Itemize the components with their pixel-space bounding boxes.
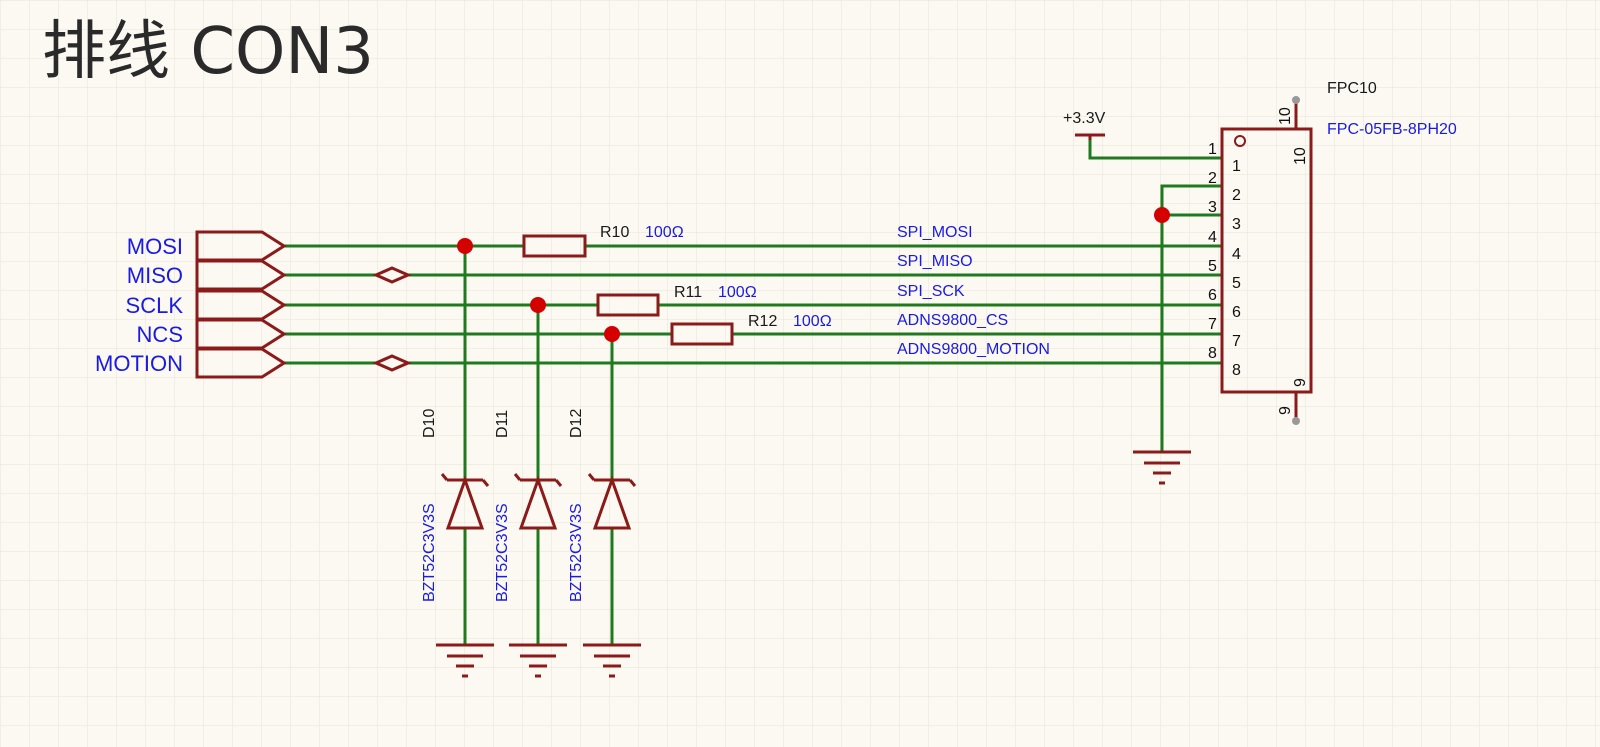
net-label-adns9800-cs: ADNS9800_CS bbox=[897, 312, 1008, 329]
pin-number-rotated: 9 bbox=[1292, 378, 1309, 387]
r12-value: 100Ω bbox=[793, 313, 832, 330]
connector-body bbox=[1220, 127, 1313, 394]
diamond-marker-motion bbox=[372, 354, 412, 372]
d10-designator: D10 bbox=[421, 409, 438, 438]
junction-dot bbox=[457, 238, 473, 254]
ground-symbol bbox=[583, 643, 641, 678]
port-label-sclk: SCLK bbox=[126, 293, 184, 318]
net-label-spi-mosi: SPI_MOSI bbox=[897, 224, 973, 241]
port-label-mosi: MOSI bbox=[127, 234, 183, 259]
port-label-ncs: NCS bbox=[137, 322, 183, 347]
junction-dot bbox=[530, 297, 546, 313]
zener-diode-d12 bbox=[587, 473, 637, 530]
pin-number-inner: 1 bbox=[1232, 158, 1241, 175]
pin-number-outer: 4 bbox=[1208, 229, 1217, 246]
pin-number-inner: 8 bbox=[1232, 362, 1241, 379]
pin-number-inner: 6 bbox=[1232, 304, 1241, 321]
ground-symbol bbox=[436, 643, 494, 678]
pin-number-outer: 8 bbox=[1208, 345, 1217, 362]
power-label: +3.3V bbox=[1063, 110, 1106, 127]
port-motion bbox=[195, 347, 287, 379]
d10-part: BZT52C3V3S bbox=[421, 503, 438, 602]
port-label-miso: MISO bbox=[127, 263, 183, 288]
pin-end-dot bbox=[1292, 96, 1300, 104]
d12-part: BZT52C3V3S bbox=[568, 503, 585, 602]
zener-diode-d11 bbox=[513, 473, 563, 530]
pin-number-inner: 5 bbox=[1232, 275, 1241, 292]
wires bbox=[284, 135, 1222, 645]
diamond-marker-miso bbox=[372, 266, 412, 284]
r11-designator: R11 bbox=[674, 284, 702, 301]
net-label-adns9800-motion: ADNS9800_MOTION bbox=[897, 341, 1050, 358]
pin-number-outer: 2 bbox=[1208, 170, 1217, 187]
resistor-r12 bbox=[670, 322, 734, 346]
port-ncs bbox=[195, 318, 287, 350]
port-sclk bbox=[195, 289, 287, 321]
junction-dot bbox=[1154, 207, 1170, 223]
pin-number-outer: 1 bbox=[1208, 141, 1217, 158]
pin-number-inner: 2 bbox=[1232, 187, 1241, 204]
pin-number-rotated: 10 bbox=[1277, 107, 1294, 125]
pin-number-inner: 4 bbox=[1232, 246, 1241, 263]
pin-number-rotated: 9 bbox=[1277, 406, 1294, 415]
port-symbols bbox=[195, 230, 287, 379]
r11-value: 100Ω bbox=[718, 284, 757, 301]
sheet-title: 排线 CON3 bbox=[42, 15, 374, 89]
pin-number-rotated: 10 bbox=[1292, 147, 1309, 165]
resistor-r10 bbox=[522, 234, 587, 258]
r10-designator: R10 bbox=[600, 224, 629, 241]
pin-number-outer: 7 bbox=[1208, 316, 1217, 333]
pin-number-outer: 6 bbox=[1208, 287, 1217, 304]
pin-number-outer: 3 bbox=[1208, 199, 1217, 216]
pin-end-dot bbox=[1292, 417, 1300, 425]
resistor-r11 bbox=[596, 293, 660, 317]
port-mosi bbox=[195, 230, 287, 262]
pin-number-inner: 3 bbox=[1232, 216, 1241, 233]
d11-part: BZT52C3V3S bbox=[494, 503, 511, 602]
d12-designator: D12 bbox=[568, 409, 585, 438]
pin1-marker bbox=[1234, 135, 1246, 147]
zener-diode-d10 bbox=[440, 473, 490, 530]
r10-value: 100Ω bbox=[645, 224, 684, 241]
connector-designator: FPC10 bbox=[1327, 80, 1377, 97]
power-symbol-3v3 bbox=[1075, 133, 1105, 140]
port-label-motion: MOTION bbox=[95, 351, 183, 376]
port-miso bbox=[195, 259, 287, 291]
ground-symbol bbox=[509, 643, 567, 678]
r12-designator: R12 bbox=[748, 313, 777, 330]
d11-designator: D11 bbox=[494, 410, 511, 438]
net-label-spi-miso: SPI_MISO bbox=[897, 253, 973, 270]
pin-number-outer: 5 bbox=[1208, 258, 1217, 275]
net-label-spi-sck: SPI_SCK bbox=[897, 283, 965, 300]
connector-part: FPC-05FB-8PH20 bbox=[1327, 121, 1457, 138]
junction-dot bbox=[604, 326, 620, 342]
ground-symbol bbox=[1133, 450, 1191, 485]
pin-number-inner: 7 bbox=[1232, 333, 1241, 350]
